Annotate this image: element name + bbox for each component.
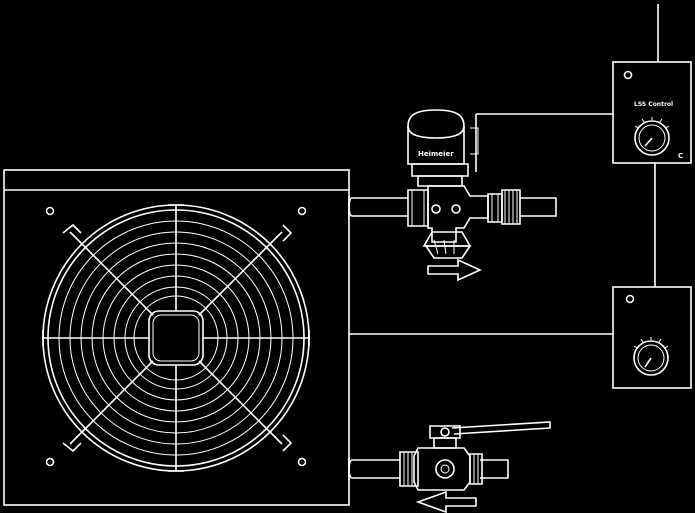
room-controller-top: LSS Control C [612, 61, 692, 164]
controller-top-screw [623, 70, 633, 80]
controller-bottom-dial [633, 340, 669, 376]
fan-motor-hub [148, 310, 204, 366]
return-pipe [348, 458, 509, 480]
mount-hole-tl [45, 206, 55, 216]
wire-actuator-controller [475, 113, 613, 172]
flow-arrow-supply [427, 258, 482, 282]
ball-valve [399, 421, 551, 491]
ball-valve-ball [435, 459, 455, 479]
controller-bottom-screw [625, 294, 635, 304]
controller-top-label: LSS Control [634, 101, 673, 108]
thermostatic-valve: Heimeier [407, 109, 503, 259]
fan-guard [42, 204, 310, 472]
mount-hole-tr [297, 206, 307, 216]
supply-pipe [348, 189, 557, 225]
flow-arrow-return [415, 490, 477, 513]
controller-top-unit: C [678, 152, 683, 160]
wiring [349, 4, 659, 335]
mount-hole-br [297, 457, 307, 467]
fan-heater-unit [3, 169, 350, 506]
actuator-brand: Heimeier [418, 150, 454, 158]
valve-port-right [451, 204, 461, 214]
heater-housing [3, 169, 350, 506]
controller-top-dial [634, 120, 670, 156]
valve-port-left [431, 204, 441, 214]
mount-hole-bl [45, 457, 55, 467]
fan-speed-controller [612, 286, 692, 389]
